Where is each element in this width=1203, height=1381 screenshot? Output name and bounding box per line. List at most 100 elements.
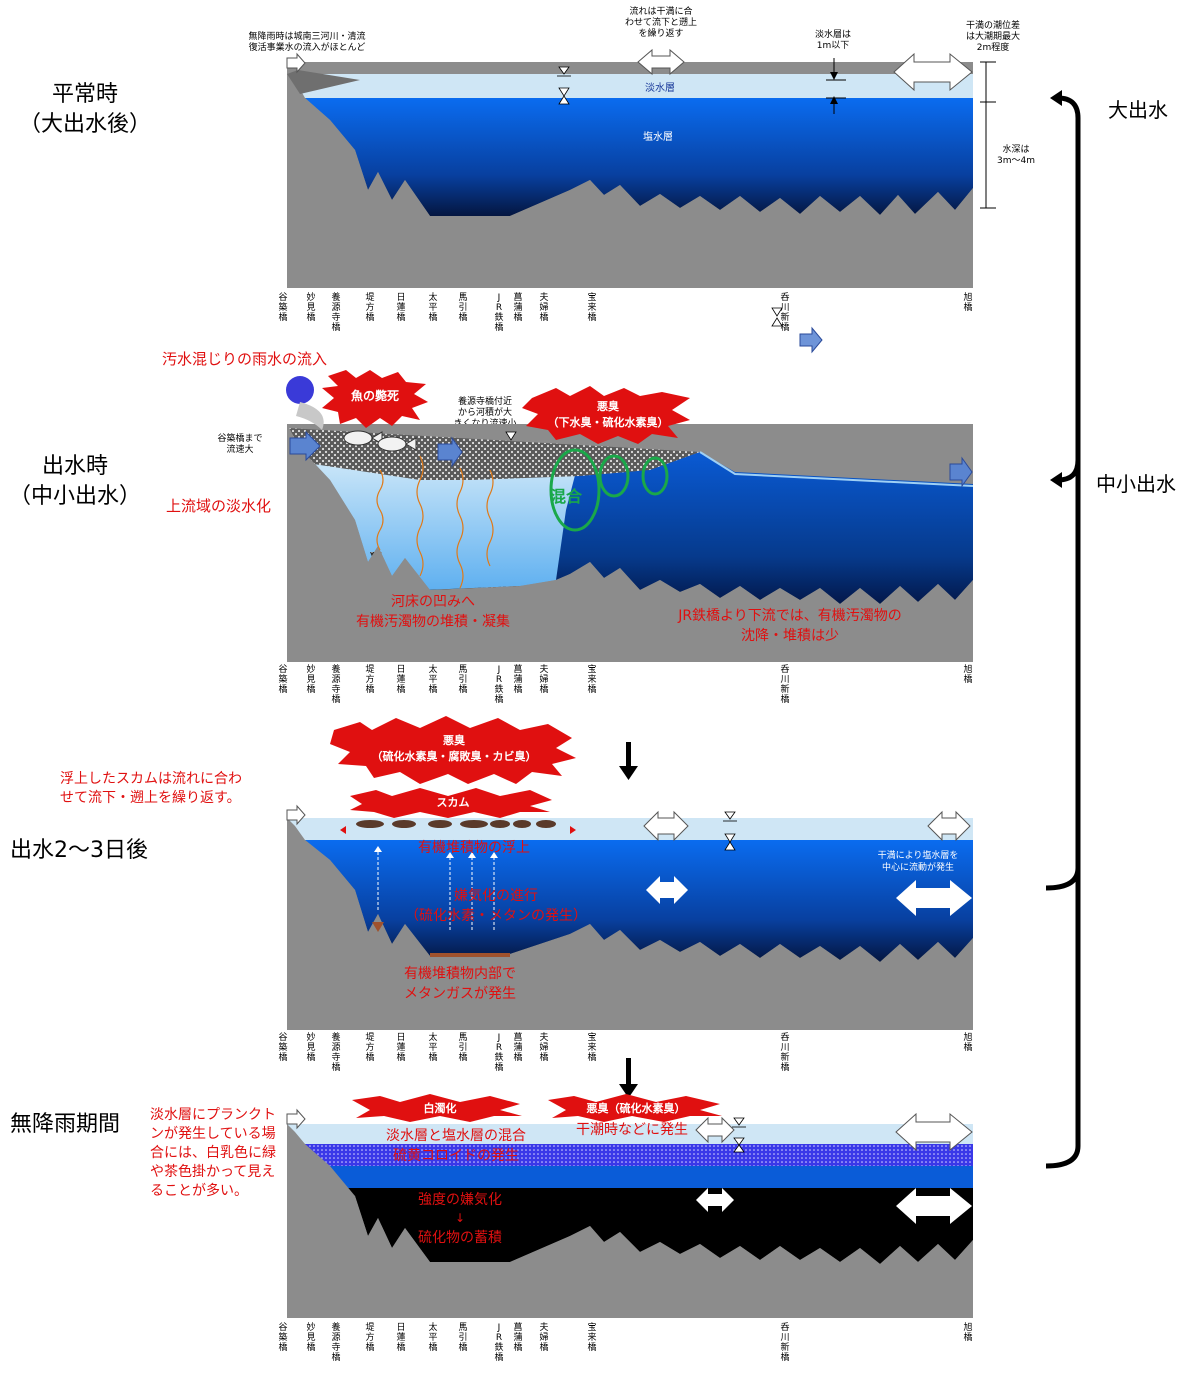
panel3-odor-burst: [330, 716, 576, 784]
panel1-tide-arrow-icon: [637, 48, 685, 76]
bridge-label-1-5: 日蓮橋: [396, 292, 405, 323]
bridge-label-2-3: 養源寺橋: [331, 663, 340, 705]
bridge-label-2-5: 日蓮橋: [396, 664, 405, 695]
panel3-scum-note-line2: せて流下・遡上を繰り返す。: [60, 790, 241, 806]
panel4-odor: 悪臭（硫化水素臭）: [587, 1101, 686, 1115]
panel1-tide-arrow-right-icon: [893, 52, 973, 92]
panel1-label-line2: （大出水後）: [18, 112, 151, 137]
panel4-inflow-arrow-icon: [286, 1108, 306, 1130]
panel3-tide-flow-line2: 中心に流動が発生: [882, 861, 954, 873]
panel3: 悪臭 （硫化水素臭・腐敗臭・カビ臭） スカム 有機堆積物の浮上 嫌気化の進行 （…: [286, 716, 973, 1030]
panel1-inflow-arrow-icon: [286, 52, 306, 74]
panel2-salt-flow-arrow-icon: [799, 326, 823, 354]
panel2-riverbed: [287, 424, 973, 662]
panel3-inflow-arrow-icon: [286, 804, 306, 826]
bridge-label-2-1: 谷築橋: [278, 664, 287, 695]
panel3-scum-note: 浮上したスカムは流れに合わ せて流下・遡上を繰り返す。: [60, 770, 242, 808]
panel2-salt-flow-line2: 塩水も流下: [690, 344, 750, 359]
panel2-deposit-line2: 有機汚濁物の堆積・凝集: [356, 613, 510, 630]
panel3-salt-layer: [287, 840, 973, 962]
panel4-fresh-layer: [287, 1124, 973, 1146]
panel3-tide-arrow-icon: [643, 810, 689, 842]
bridge-label-1-6: 太平橋: [428, 291, 437, 323]
panel1-fresh-label: 淡水層: [645, 82, 675, 94]
panel1-note-tide-range: 干満の潮位差 は大潮期最大 2m程度: [965, 21, 1020, 53]
panel2-surface-line: [699, 451, 974, 487]
panel3-tide-flow-line1: 干満により塩水層を: [878, 849, 959, 861]
panel1-note-tide: 流れは干満に合 わせて流下と遡上 を繰り返す: [624, 7, 697, 39]
bridge-label-4-12: 呑川新橋: [780, 1322, 789, 1363]
panel2-deposit-line1: 河床の凹みへ: [391, 594, 475, 610]
bridge-label-3-3: 養源寺橋: [331, 1031, 340, 1073]
panel3-scum-note-line1: 浮上したスカムは流れに合わ: [60, 771, 242, 787]
panel4-salt-flow-arrow-right-icon: [896, 1188, 972, 1224]
bridge-label-3-10: 夫婦橋: [539, 1031, 548, 1063]
panel2-fish-death-burst: [322, 370, 428, 428]
panel1-salt-label: 塩水層: [643, 130, 673, 143]
bridge-label-2-4: 堤方橋: [365, 664, 374, 695]
panel3-water-level-icon: [723, 811, 737, 851]
panel2-rain-icon: [286, 376, 314, 404]
bridge-label-4-11: 宝来橋: [587, 1321, 596, 1353]
bridge-label-1-12: 呑川新橋: [780, 292, 789, 333]
panel2-odor-detail: （下水臭・硫化水素臭）: [548, 415, 669, 429]
panel2-flow-arrow-icon: [437, 436, 463, 468]
panel4-water-level-icon: [732, 1117, 746, 1153]
panel3-fresh-layer: [287, 818, 973, 840]
panel4-sulfide: 硫化物の蓄積: [418, 1230, 502, 1246]
panel2-label: 出水時 （中小出水）: [0, 452, 150, 512]
bridge-label-4-7: 馬引橋: [458, 1322, 467, 1353]
panel1-depth-note: 水深は 3m～4m: [997, 145, 1035, 166]
panel4-tide-arrow-right-icon: [895, 1112, 973, 1152]
panel3-float: 有機堆積物の浮上: [418, 840, 530, 856]
bridge-label-2-2: 妙見橋: [306, 663, 315, 695]
panel1-label-line1: 平常時: [51, 82, 118, 107]
panel2-sewage-inflow: 汚水混じりの雨水の流入: [162, 350, 328, 368]
panel1-label: 平常時 （大出水後）: [0, 80, 170, 140]
bridge-label-3-12: 呑川新橋: [780, 1032, 789, 1073]
panel4-mix-note: 淡水層と塩水層の混合: [386, 1128, 526, 1144]
panel3-tide-arrow-right-icon: [927, 810, 971, 842]
panel2-drain-icon: [296, 402, 324, 430]
panel2-mixing: 混合: [550, 487, 583, 506]
panel2-sediment-fall-arrows: [376, 455, 494, 589]
panel3-odor: 悪臭: [443, 733, 465, 747]
panel3-rising-arrowheads: [374, 846, 498, 858]
panel3-salt-flow-arrow-right-icon: [896, 880, 972, 916]
panel1: 淡水層 塩水層: [286, 48, 996, 288]
bridge-label-1-11: 宝来橋: [587, 291, 596, 323]
panel3-anaerobic-line1: 嫌気化の進行: [454, 888, 538, 904]
panel3-scum-pieces: [356, 820, 556, 828]
panel2-fish-death: 魚の斃死: [351, 388, 399, 403]
bridge-label-4-5: 日蓮橋: [396, 1322, 405, 1353]
bridge-label-4-13: 旭橋: [963, 1321, 972, 1343]
bridge-label-4-1: 谷築橋: [278, 1322, 287, 1353]
panel2-fish-icon: [343, 430, 417, 452]
cycle-medium-flood: 中小出水: [1096, 472, 1176, 496]
panel2-outflow-arrow-icon: [949, 456, 973, 488]
panel3-methane-line1: 有機堆積物内部で: [404, 966, 516, 982]
panel2-downstream-line1: JR鉄橋より下流では、有機汚濁物の: [677, 608, 902, 624]
panel4-riverbed: [287, 1124, 973, 1318]
panel2-odor: 悪臭: [597, 399, 619, 413]
panel4-colloid-layer: [300, 1144, 973, 1166]
bridge-label-3-11: 宝来橋: [587, 1031, 596, 1063]
panel1-note-inflow: 無降雨時は城南三河川・清流 復活事業水の流入がほとんど: [248, 32, 366, 53]
panel1-fresh-layer: [287, 74, 973, 98]
panel2-downstream-line2: 沈降・堆積は少: [741, 628, 839, 644]
bridge-label-1-10: 夫婦橋: [539, 291, 548, 323]
bridge-label-3-2: 妙見橋: [306, 1031, 315, 1063]
panel3-pit-sediment: [372, 922, 384, 932]
panel4-salt-flow-arrow-icon: [696, 1188, 734, 1212]
panel2-note-flow-fast: 谷築橋まで 流速大: [217, 434, 263, 455]
bridge-label-2-13: 旭橋: [963, 663, 972, 685]
bridge-label-3-5: 日蓮橋: [396, 1032, 405, 1063]
bridge-label-4-9: 菖蒲橋: [513, 1321, 522, 1353]
panel3-down-arrow-icon: [619, 742, 638, 780]
panel4-salt-layer: [305, 1166, 973, 1188]
panel4-low-tide-note: 干潮時などに発生: [576, 1122, 688, 1138]
